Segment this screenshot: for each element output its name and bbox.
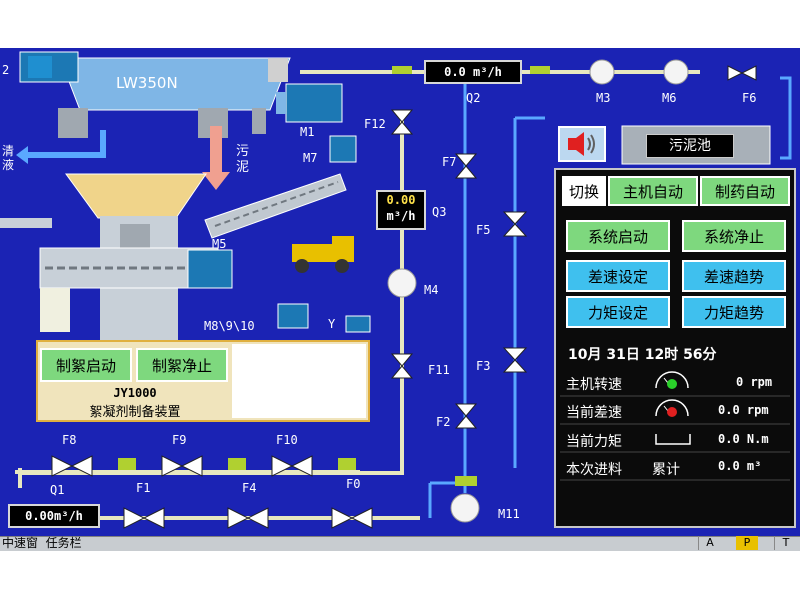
torque-set-button[interactable]: 力矩设定 [566,296,670,328]
diff-speed-set-button[interactable]: 差速设定 [566,260,670,292]
f9-label: F9 [172,433,187,447]
taskbar-a-button[interactable]: A [698,536,721,550]
torque-trend-button[interactable]: 力矩趋势 [682,296,786,328]
motor-m8 [277,303,309,329]
f4-label: F4 [242,481,257,495]
sludge-tank-label: 污泥池 [646,134,734,158]
dose-auto-button[interactable]: 制药自动 [700,176,790,206]
m5-label: M5 [212,237,227,251]
taskbar-text[interactable]: 中速窗 任务栏 [2,536,82,550]
centrifuge-label: LW350N [116,74,178,92]
current-diff-value: 0.0 rpm [718,403,769,417]
feed-label: 本次进料 [566,462,622,478]
system-start-button[interactable]: 系统启动 [566,220,670,252]
q3-flow-display: 0.00 m³/h [376,190,426,230]
dispenser-subtitle: 絮凝剂制备装置 [89,405,181,420]
dispenser-title: JY1000 [113,386,157,400]
datetime-display: 10月 31日 12时 56分 [568,347,717,363]
screw-feeder [39,247,233,289]
m6-label: M6 [662,91,677,105]
sludge-label: 污 泥 [236,144,250,175]
motor-y [345,315,371,333]
q2-flow-display: 0.0 m³/h [424,60,522,84]
left-motor-label: 2 [2,63,10,77]
main-speed-value: 0 rpm [736,375,773,389]
centrifuge [19,51,291,138]
dispenser-start-button[interactable]: 制絮启动 [40,348,132,382]
q2-label: Q2 [466,91,481,105]
main-speed-label: 主机转速 [566,377,622,393]
m11-label: M11 [498,507,520,521]
m4-label: M4 [424,283,439,297]
q1-label: Q1 [50,483,65,497]
clear-liquid-label: 清 液 [2,144,15,172]
m8-label: M8\9\10 [204,319,255,333]
blue-pipe-network [428,76,792,518]
taskbar-p-button[interactable]: P [736,536,758,550]
speaker-button[interactable] [558,126,606,162]
system-stop-button[interactable]: 系统净止 [682,220,786,252]
f8-label: F8 [62,433,77,447]
truck [292,236,354,273]
dispenser-display-area [232,344,366,418]
clear-liquid-arrow [16,130,106,164]
q3-unit: m³/h [386,209,416,223]
f10-label: F10 [276,433,298,447]
motor-m1 [276,83,343,123]
f0-label: F0 [346,477,361,491]
f7-label: F7 [442,155,457,169]
f6-label: F6 [742,91,757,105]
q1-flow-display: 0.00m³/h [8,504,100,528]
m7-label: M7 [303,151,318,165]
taskbar-t-button[interactable]: T [774,536,797,550]
diff-speed-trend-button[interactable]: 差速趋势 [682,260,786,292]
y-label: Y [328,317,336,331]
doser-tank [40,288,70,332]
m1-label: M1 [300,125,315,139]
q3-value: 0.00 [386,193,416,207]
pipe-junctions [118,66,550,486]
screw-conveyor [204,135,357,239]
f2-label: F2 [436,415,451,429]
feed-value: 0.0 m³ [718,459,762,473]
m3-label: M3 [596,91,611,105]
f1-label: F1 [136,481,151,495]
current-torque-value: 0.0 N.m [718,432,769,446]
dispenser-stop-button[interactable]: 制絮净止 [136,348,228,382]
f12-label: F12 [364,117,386,131]
speaker-icon [568,132,595,156]
current-torque-label: 当前力矩 [566,434,622,450]
taskbar [0,536,800,551]
f5-label: F5 [476,223,491,237]
pumps [387,59,689,523]
f3-label: F3 [476,359,491,373]
sludge-arrow [202,126,230,190]
feed-total-label: 累计 [652,462,680,478]
f11-label: F11 [428,363,450,377]
switch-label: 切换 [562,176,606,206]
q3-label: Q3 [432,205,447,219]
current-diff-label: 当前差速 [566,405,622,421]
host-auto-button[interactable]: 主机自动 [608,176,698,206]
hmi-screen: 制絮启动 制絮净止 JY1000 絮凝剂制备装置 LW350N 2 清 液 污 … [0,48,800,548]
